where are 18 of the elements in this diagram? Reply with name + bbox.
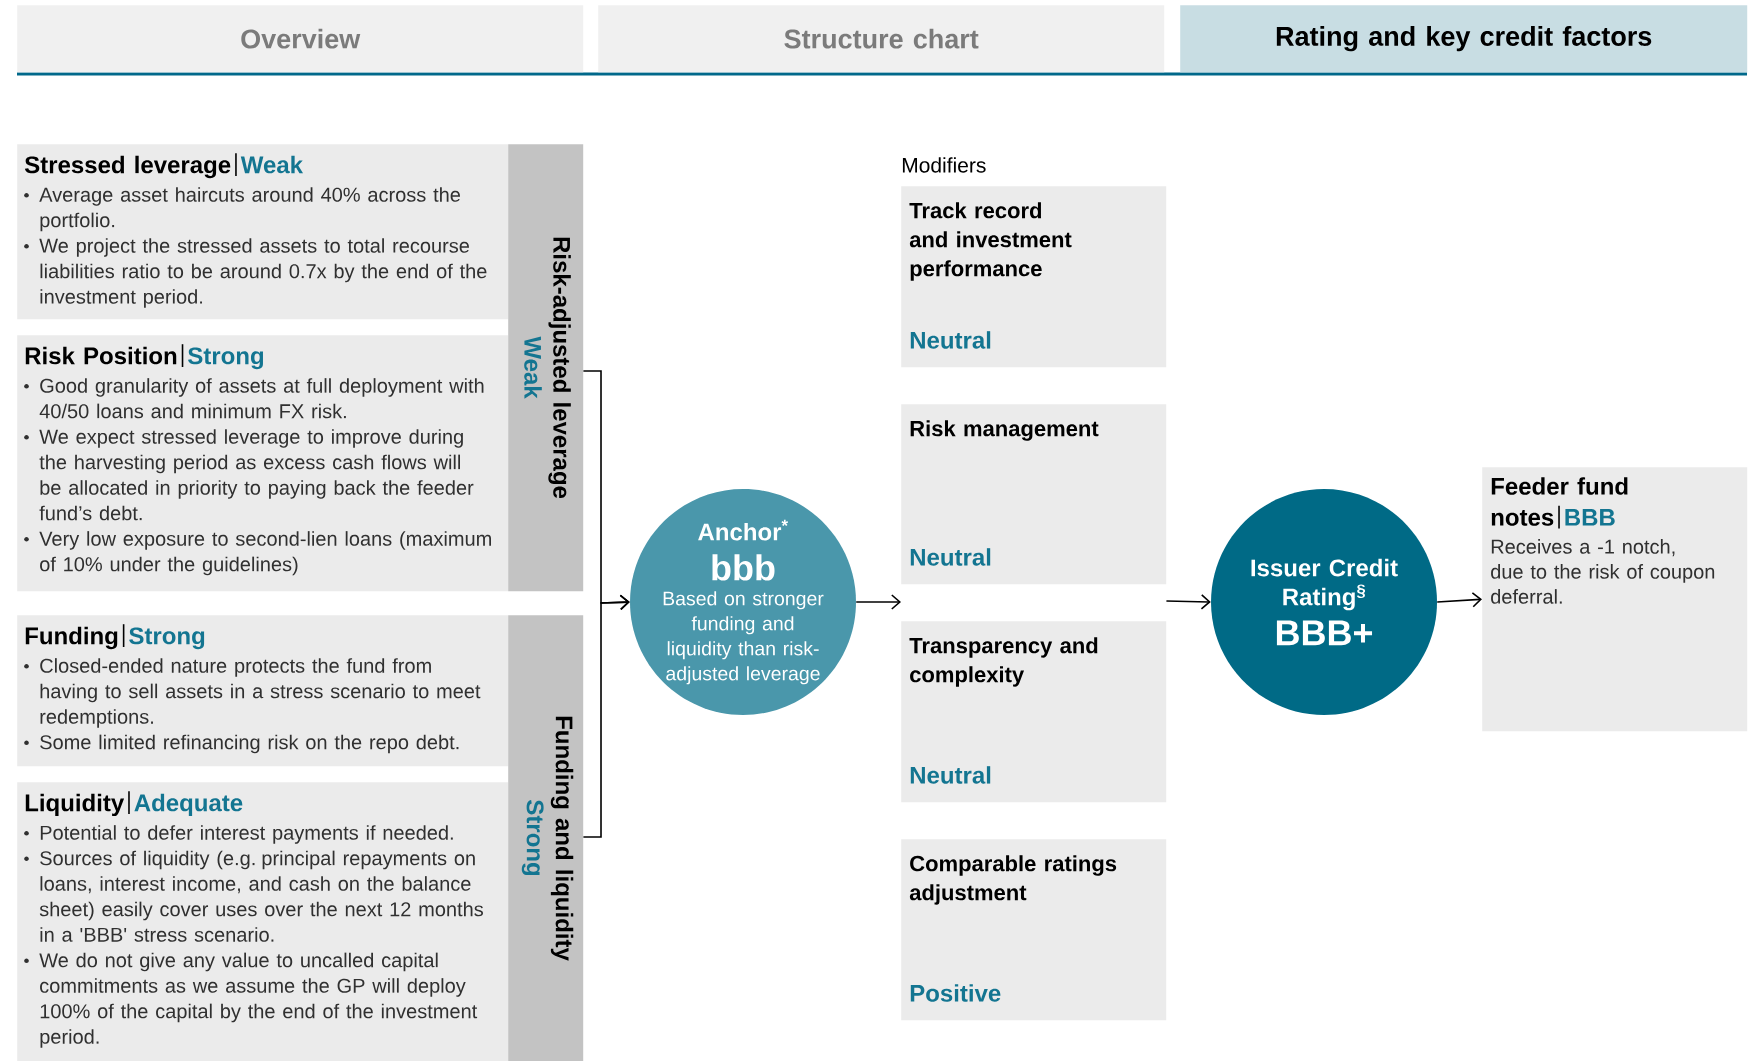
summary-band: Funding and liquidity Strong (508, 615, 584, 1061)
tab: Structure chart (598, 5, 1165, 73)
rating-card: Feeder fund notes BBB Receives a -1 notch, due to the risk of coupon deferral. (1482, 467, 1748, 732)
arrow (855, 594, 901, 610)
modifier-card: Transparency and complexity Neutral (901, 621, 1167, 803)
factor-card: Liquidity Adequate Potential to defer interest payments if needed. Sources of liquidity (e.g. principal repayments on loans, interest income, and cash on the balance sheet) easily cover uses over the next 12 months in a 'BBB' stress scenario. We do not give any value to uncalled capital commitments as we assume the GP will deploy 100% of the capital by the end of the investment period. (17, 782, 509, 1061)
arrow (582, 594, 630, 838)
factor-card: Risk Position Strong Good granularity of assets at full deployment with 40/50 loans and minimum FX risk. We expect stressed leverage to improve during the harvesting period as excess cash flows will be allocated in priority to paying back the feeder fund’s debt. Very low exposure to second-lien loans (maximum of 10% under the guidelines) (17, 335, 509, 592)
factor-card: Funding Strong Closed-ended nature protects the fund from having to sell assets in a stress scenario to meet redemptions. Some limited refinancing risk on the repo debt. (17, 615, 509, 767)
modifier-card: Comparable ratings adjustment Positive (901, 839, 1167, 1021)
tab: Rating and key credit factors (1180, 5, 1748, 73)
modifier-card: Track record and investment performance Neutral (901, 186, 1167, 368)
factor-card: Stressed leverage Weak Average asset haircuts around 40% across the portfolio. We project the stressed assets to total recourse liabilities ratio to be around 0.7x by the end of the investment period. (17, 144, 509, 320)
modifier-card: Risk management Neutral (901, 404, 1167, 585)
summary-band: Risk-adjusted leverage Weak (508, 144, 584, 592)
arrow (1436, 592, 1482, 608)
tab: Overview (17, 5, 584, 73)
arrow (1165, 594, 1211, 610)
